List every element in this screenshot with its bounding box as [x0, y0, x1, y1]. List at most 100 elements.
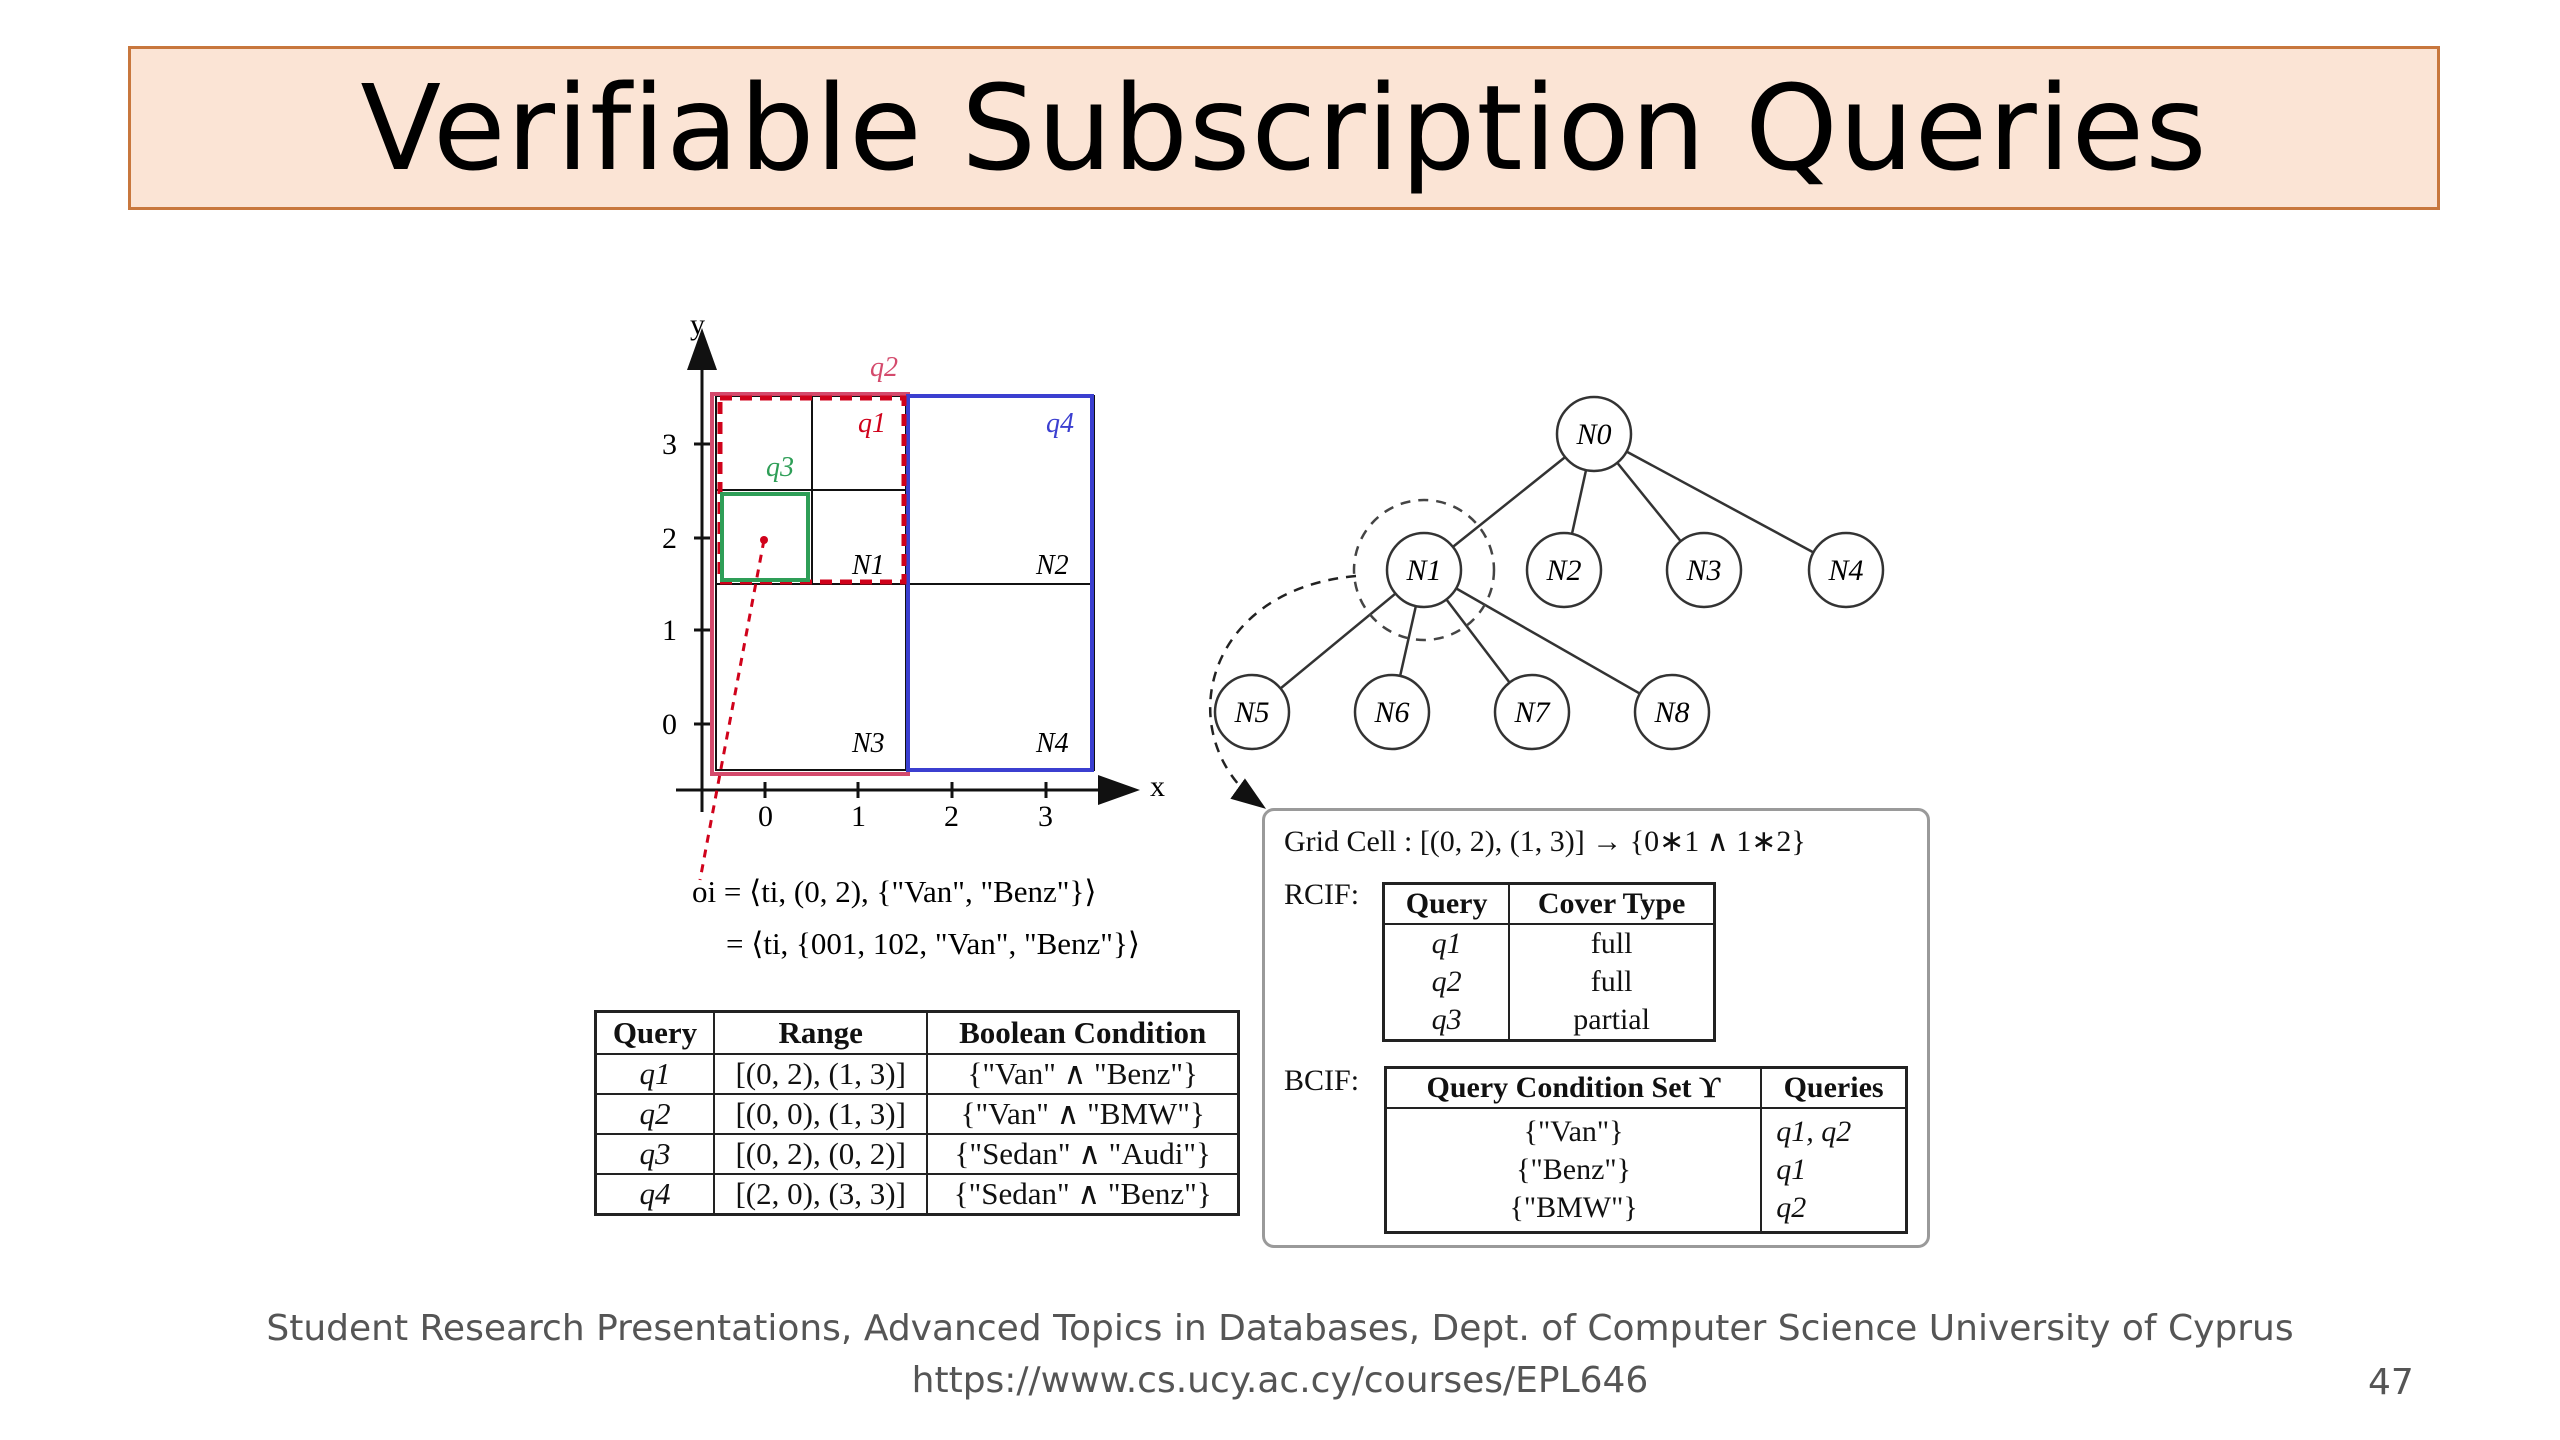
cell-label-n1: N1 [851, 550, 885, 581]
node-label: N4 [1827, 554, 1863, 587]
node-n5 [1213, 673, 1291, 751]
node-n3 [1665, 531, 1743, 609]
queries-item: q2 [1776, 1191, 1807, 1224]
title-banner: Verifiable Subscription Queries [128, 46, 2440, 210]
rcif-table: Query Cover Type q1 full q2 full q3 part… [1382, 882, 1716, 1042]
cell-label-n4: N4 [1035, 728, 1069, 759]
tree-node-labels: N0 N1 N2 N3 N4 N5 N6 N7 N8 [1233, 418, 1863, 729]
node-n6 [1353, 673, 1431, 751]
queries-item: q1 [1776, 1153, 1807, 1186]
cell-label-n3: N3 [851, 728, 885, 759]
table-row: q3 partial [1382, 1001, 1716, 1041]
cell-label-n2: N2 [1035, 550, 1069, 581]
q2-label: q2 [870, 352, 898, 383]
condition-item: {"Van"} [1523, 1115, 1624, 1148]
slide-title: Verifiable Subscription Queries [360, 59, 2208, 197]
node-label: N1 [1405, 554, 1441, 587]
grid-axes [676, 328, 1140, 812]
cell-query: q3 [594, 1133, 715, 1175]
node-n0 [1555, 395, 1633, 473]
node-label: N5 [1233, 696, 1269, 729]
tree-node-shapes [1213, 395, 1885, 751]
cell-query: q3 [1382, 1001, 1511, 1041]
cell-query: q1 [1382, 924, 1511, 963]
cell-query: q2 [594, 1093, 715, 1135]
q1-label: q1 [858, 408, 886, 439]
page-number: 47 [2368, 1362, 2414, 1403]
node-n1 [1385, 531, 1463, 609]
footer-url[interactable]: https://www.cs.ucy.ac.cy/courses/EPL646 [911, 1360, 1649, 1401]
table-row: {"Van"} {"Benz"} {"BMW"} q1, q2 q1 q2 [1384, 1107, 1908, 1234]
condition-item: {"Benz"} [1516, 1153, 1632, 1186]
node-label: N3 [1685, 554, 1721, 587]
cell-condition: {"Sedan" ∧ "Benz"} [926, 1173, 1240, 1216]
cell-range: [(0, 0), (1, 3)] [712, 1093, 929, 1135]
query-table: Query Range Boolean Condition q1 [(0, 2)… [594, 1010, 1240, 1216]
x-tick-label: 0 [758, 800, 773, 833]
q4-region [906, 394, 1094, 772]
cell-cover: full [1508, 924, 1716, 963]
q1-region [717, 395, 907, 585]
q4-label: q4 [1046, 408, 1074, 439]
table-row: q1 full [1382, 924, 1716, 963]
grid-cell-box [1262, 808, 1930, 1248]
bcif-table: Query Condition Set ϒ Queries {"Van"} {"… [1384, 1066, 1908, 1234]
cell-query: q4 [594, 1173, 715, 1216]
table-row: q1 [(0, 2), (1, 3)] {"Van" ∧ "Benz"} [594, 1053, 1240, 1095]
object-pointer [698, 539, 766, 881]
node-n8 [1633, 673, 1711, 751]
node-n7 [1493, 673, 1571, 751]
y-tick-label: 2 [662, 522, 677, 555]
node-label: N8 [1653, 696, 1689, 729]
table-row: q2 [(0, 0), (1, 3)] {"Van" ∧ "BMW"} [594, 1093, 1240, 1135]
node-label: N7 [1513, 696, 1551, 729]
grid-cell-expression: Grid Cell : [(0, 2), (1, 3)] → {0∗1 ∧ 1∗… [1284, 825, 1806, 858]
table-row: q2 full [1382, 963, 1716, 1001]
node-n2 [1525, 531, 1603, 609]
node-label: N2 [1545, 554, 1581, 587]
n1-pointer [1208, 574, 1357, 809]
query-labels: q2 q1 q3 q4 [766, 352, 1074, 483]
rcif-label: RCIF: [1284, 878, 1360, 911]
header-query: Query [594, 1010, 715, 1055]
cell-query: q2 [1382, 963, 1511, 1001]
table-row: q3 [(0, 2), (0, 2)] {"Sedan" ∧ "Audi"} [594, 1133, 1240, 1175]
cell-cover: full [1508, 963, 1716, 1001]
x-tick-label: 2 [944, 800, 959, 833]
cell-cover: partial [1508, 1001, 1716, 1041]
rcif-header-row: Query Cover Type [1382, 882, 1716, 925]
cell-queries: q1, q2 q1 q2 [1760, 1107, 1908, 1234]
cell-query: q1 [594, 1053, 715, 1095]
header-cover-type: Cover Type [1508, 882, 1716, 925]
queries-item: q1, q2 [1776, 1115, 1852, 1148]
q3-label: q3 [766, 452, 794, 483]
cell-labels: N1 N2 N3 N4 [851, 550, 1069, 759]
header-queries: Queries [1760, 1066, 1908, 1109]
cell-range: [(2, 0), (3, 3)] [712, 1173, 929, 1216]
cell-conditions: {"Van"} {"Benz"} {"BMW"} [1384, 1107, 1763, 1234]
y-tick-label: 3 [662, 428, 677, 461]
cell-condition: {"Van" ∧ "Benz"} [926, 1053, 1240, 1095]
q3-region [720, 492, 810, 582]
cell-condition: {"Van" ∧ "BMW"} [926, 1093, 1240, 1135]
table-row: q4 [(2, 0), (3, 3)] {"Sedan" ∧ "Benz"} [594, 1173, 1240, 1216]
cell-condition: {"Sedan" ∧ "Audi"} [926, 1133, 1240, 1175]
header-range: Range [712, 1010, 929, 1055]
y-axis-label: y [690, 308, 705, 341]
node-n4 [1807, 531, 1885, 609]
cell-range: [(0, 2), (1, 3)] [712, 1053, 929, 1095]
cell-range: [(0, 2), (0, 2)] [712, 1133, 929, 1175]
node-label: N6 [1373, 696, 1409, 729]
x-axis-label: x [1150, 770, 1165, 803]
y-tick-labels: 0 1 2 3 [662, 428, 677, 741]
bcif-header-row: Query Condition Set ϒ Queries [1384, 1066, 1908, 1109]
bcif-label: BCIF: [1284, 1064, 1360, 1097]
x-tick-label: 3 [1038, 800, 1053, 833]
node-label: N0 [1575, 418, 1611, 451]
y-tick-label: 0 [662, 708, 677, 741]
header-query: Query [1382, 882, 1511, 925]
edge-n0-n4 [1593, 432, 1847, 572]
edge-n1-n8 [1423, 568, 1673, 714]
y-tick-label: 1 [662, 614, 677, 647]
